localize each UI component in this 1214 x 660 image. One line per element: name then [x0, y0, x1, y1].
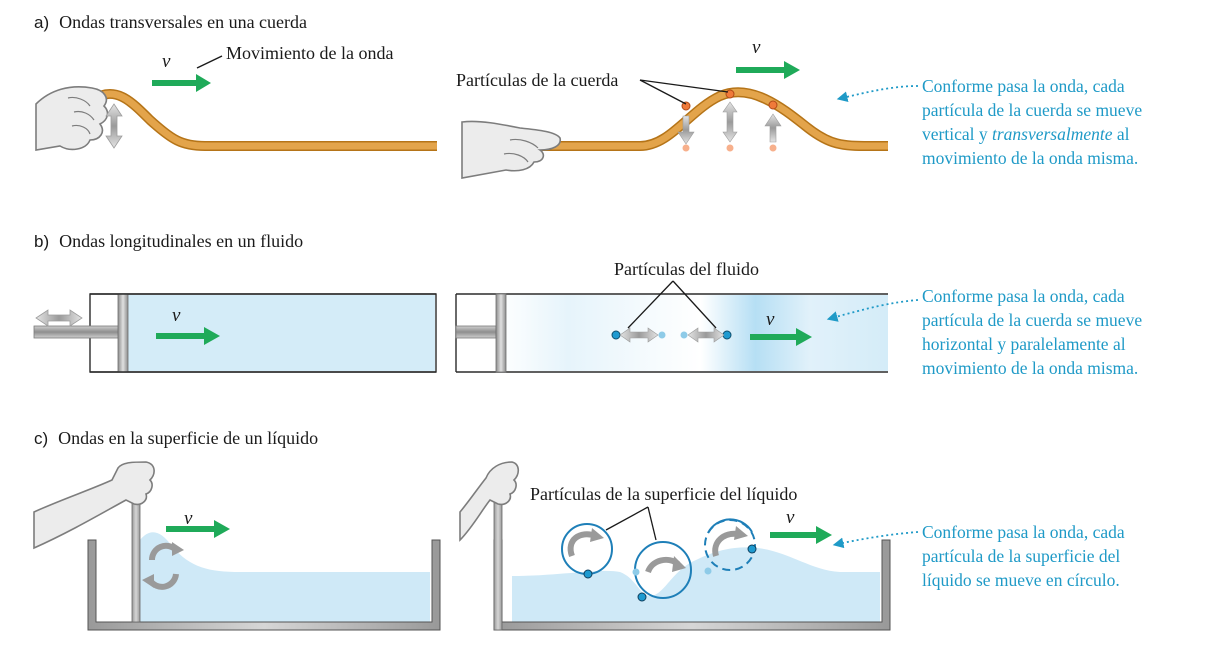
- wave-motion-label: Movimiento de la onda: [226, 43, 393, 63]
- note-pointer-c: [832, 531, 919, 549]
- fluid-particles-label: Partículas del fluido: [614, 259, 759, 279]
- double-horizontal-arrow-icon: [619, 327, 659, 343]
- section-c: c) Ondas en la superficie de un líquido …: [33, 428, 1129, 631]
- arm-left: [33, 461, 155, 550]
- velocity-symbol-c-left: v: [184, 508, 193, 529]
- surface-particle: [583, 569, 593, 579]
- svg-text:b) Ondas longitudinales: b) Ondas longitudinales en un fluido: [34, 231, 303, 251]
- section-b-letter: b): [34, 232, 49, 251]
- rope-particle: [681, 101, 691, 111]
- leader-line-fluid: [672, 280, 717, 329]
- surface-particle-ghost: [632, 568, 640, 576]
- piston-right: [495, 293, 507, 373]
- fluid-particle: [611, 330, 621, 340]
- rope-particle-ghost: [726, 144, 734, 152]
- velocity-arrow-b-left: [156, 327, 220, 345]
- velocity-arrow-c-right: [770, 526, 832, 544]
- leader-line-fluid: [627, 280, 674, 329]
- leader-line-wave-motion: [196, 55, 223, 69]
- velocity-arrow-b-right: [750, 328, 812, 346]
- surface-particles-label: Partículas de la superficie del líquido: [530, 484, 797, 504]
- surface-particle: [637, 592, 647, 602]
- circular-arrow-icon: [712, 530, 739, 557]
- section-a: a) Ondas transversales en una cuerda v M…: [34, 12, 1146, 179]
- surface-particle: [747, 544, 757, 554]
- rope-particle-ghost: [682, 144, 690, 152]
- up-arrow-icon: [764, 113, 782, 143]
- rope-particle-ghost: [769, 144, 777, 152]
- svg-text:a) Ondas transversales e: a) Ondas transversales en una cuerda: [34, 12, 307, 32]
- note-c: Conforme pasa la onda, cada partícula de…: [922, 522, 1129, 590]
- section-c-title: Ondas en la superficie de un líquido: [58, 428, 318, 448]
- hand-right: [461, 120, 562, 179]
- rope-left: [89, 89, 437, 151]
- surface-particle-ghost: [704, 567, 712, 575]
- leader-line-surface: [605, 506, 649, 531]
- down-arrow-icon: [677, 115, 695, 145]
- tube-right: [455, 293, 888, 373]
- note-a: Conforme pasa la onda, cada partícula de…: [922, 76, 1146, 168]
- section-a-title: Ondas transversales en una cuerda: [59, 12, 307, 32]
- piston-rod: [33, 325, 125, 339]
- leader-line-particle: [639, 79, 729, 93]
- note-b: Conforme pasa la onda, cada partícula de…: [922, 286, 1146, 378]
- double-vertical-arrow-icon: [722, 101, 738, 143]
- leader-line-particle: [639, 79, 687, 105]
- horizontal-motion-arrow: [35, 309, 83, 327]
- leader-line-surface: [647, 506, 657, 541]
- rope-particle: [725, 89, 735, 99]
- velocity-symbol-a-left: v: [162, 51, 171, 72]
- tube-left: [33, 293, 437, 373]
- section-b-title: Ondas longitudinales en un fluido: [59, 231, 303, 251]
- vertical-motion-arrow: [105, 103, 123, 149]
- double-horizontal-arrow-icon: [687, 327, 725, 343]
- note-pointer-a: [836, 85, 919, 103]
- velocity-arrow-c-left: [166, 520, 230, 538]
- piston: [117, 293, 129, 373]
- velocity-symbol-c-right: v: [786, 507, 795, 528]
- svg-text:c) Ondas en la superfici: c) Ondas en la superficie de un líquido: [34, 428, 318, 448]
- arm-right: [459, 461, 520, 542]
- velocity-arrow-a-right: [736, 61, 800, 79]
- section-a-letter: a): [34, 13, 49, 32]
- hand-left: [35, 86, 109, 151]
- rope-particles-label: Partículas de la cuerda: [456, 70, 618, 90]
- velocity-symbol-b-right: v: [766, 309, 775, 330]
- fluid-particle-ghost: [680, 331, 688, 339]
- velocity-arrow-a-left: [152, 74, 211, 92]
- velocity-symbol-a-right: v: [752, 37, 761, 58]
- rope-particle: [768, 100, 778, 110]
- velocity-symbol-b-left: v: [172, 305, 181, 326]
- section-b: b) Ondas longitudinales en un fluido v: [33, 231, 1146, 378]
- section-c-letter: c): [34, 429, 48, 448]
- fluid-particle-ghost: [658, 331, 666, 339]
